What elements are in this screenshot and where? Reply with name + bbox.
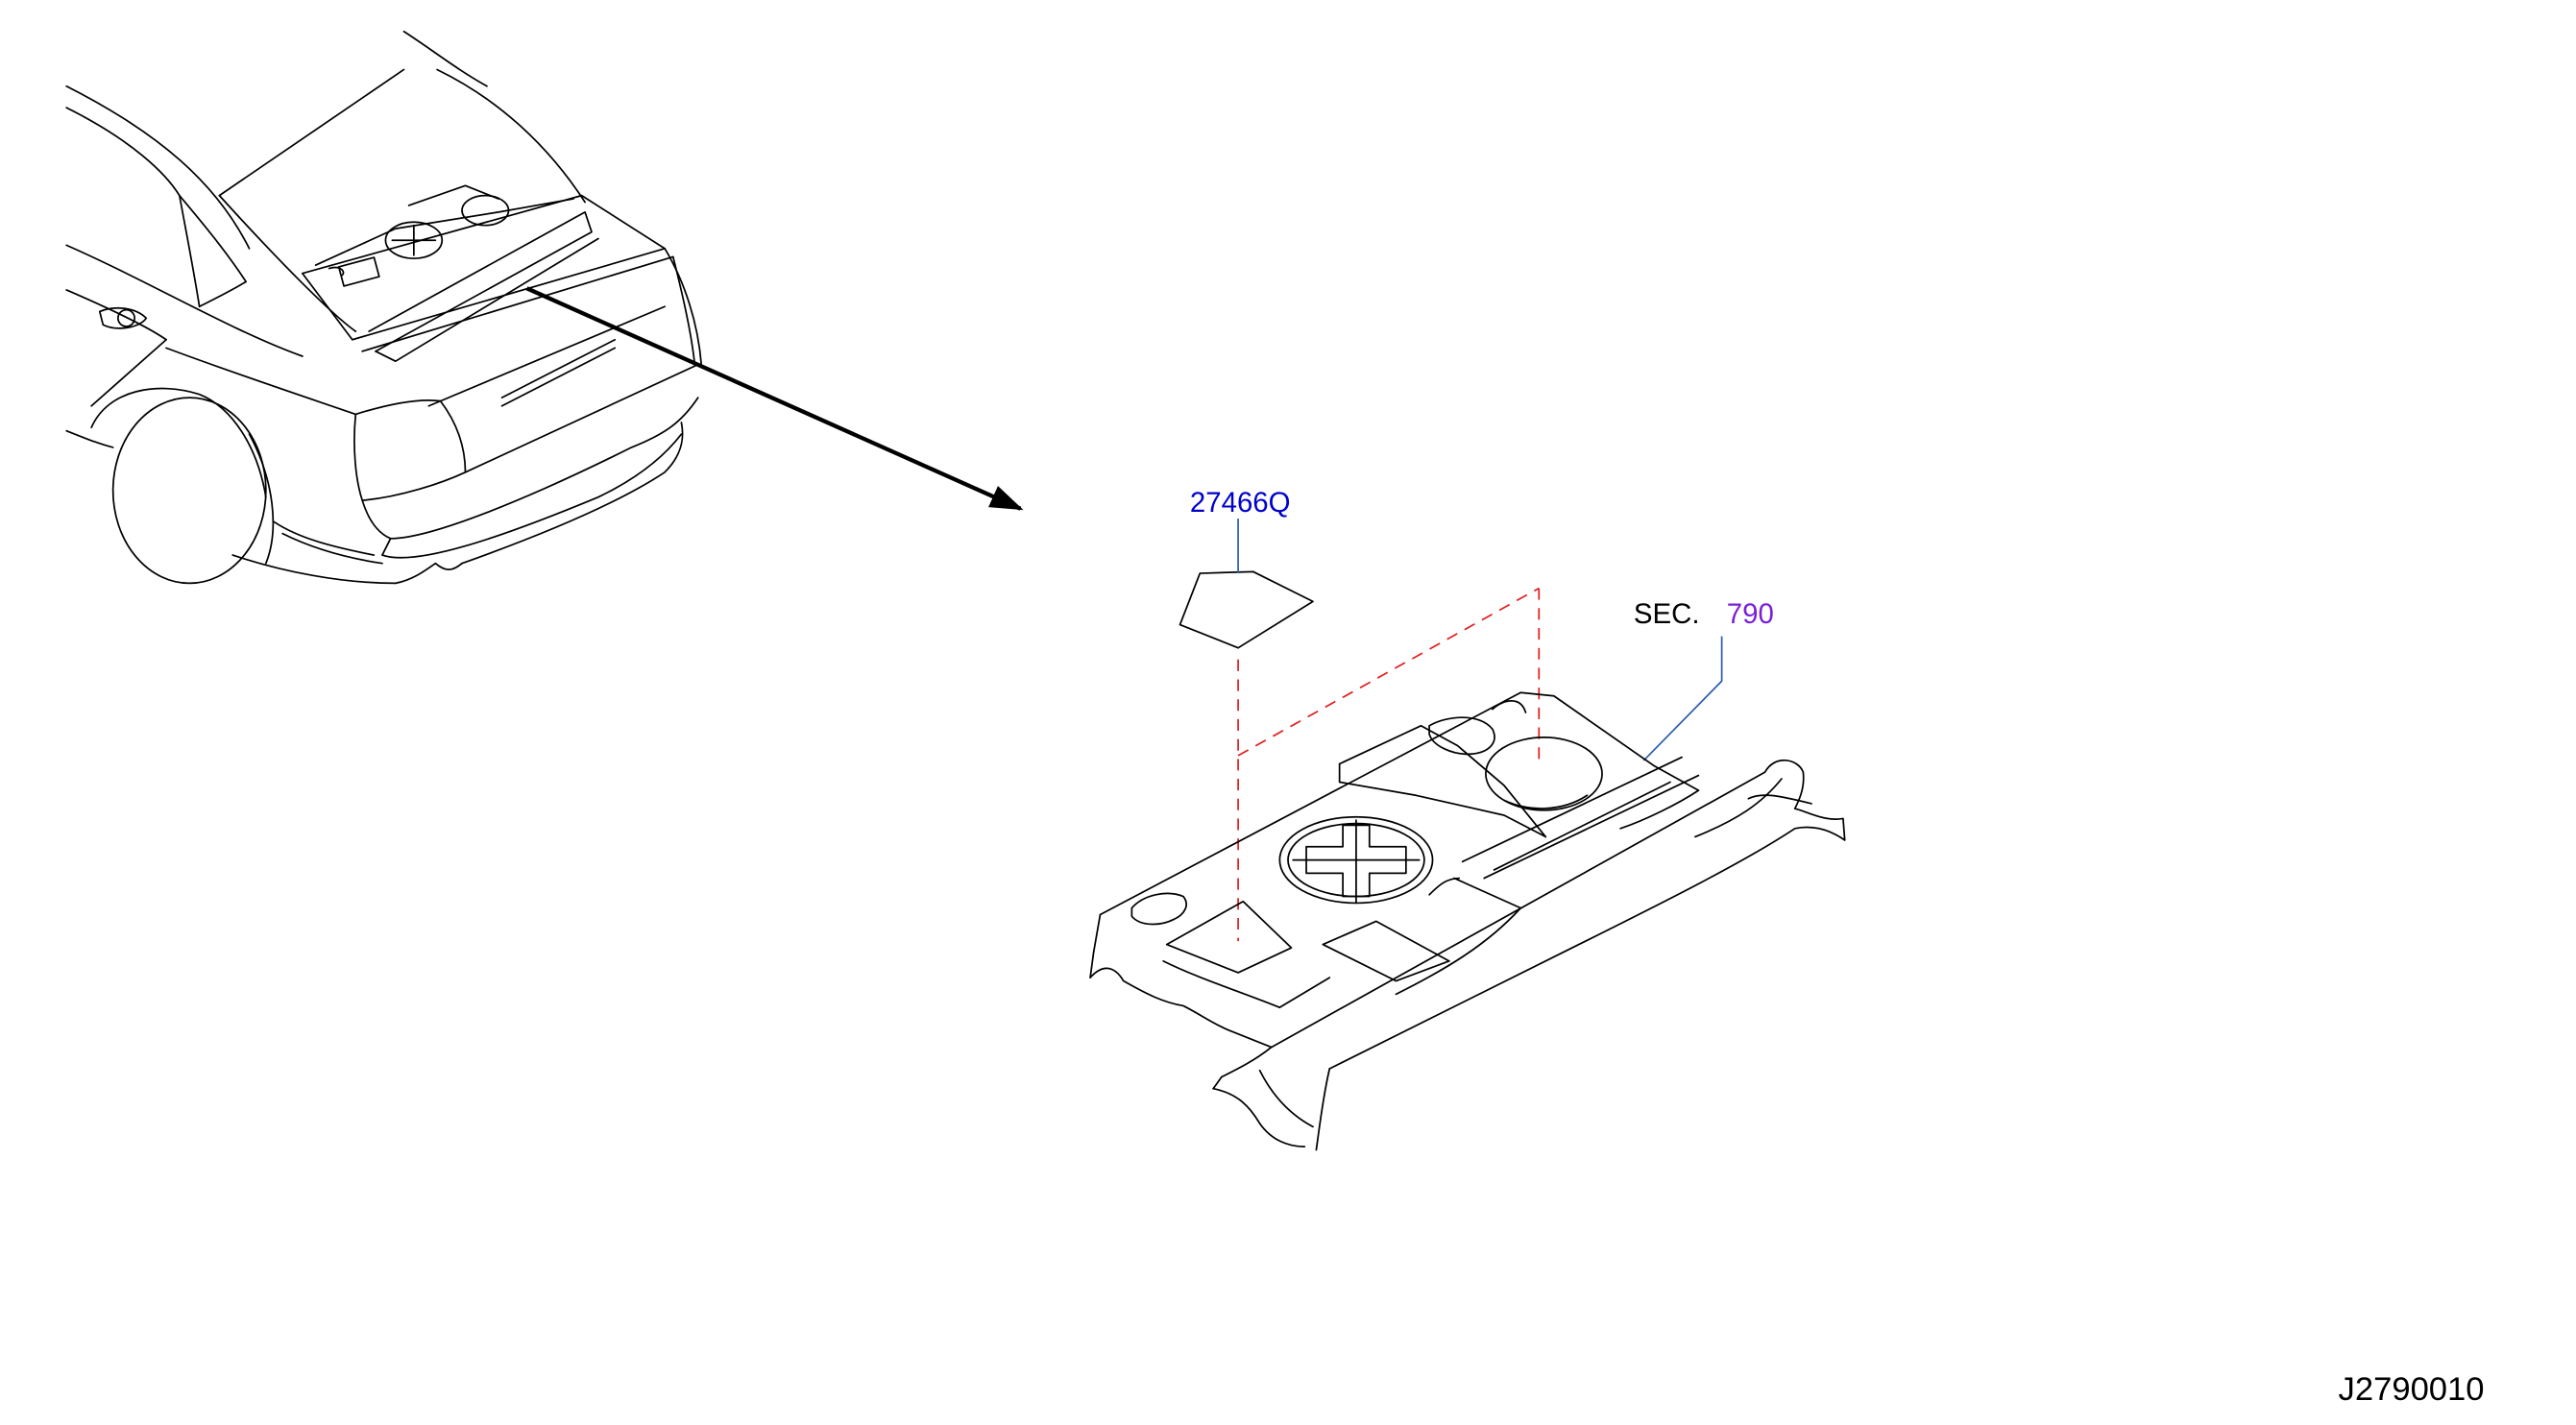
callout-arrow <box>525 286 1024 511</box>
section-number-link[interactable]: 790 <box>1727 598 1774 630</box>
part-number-label[interactable]: 27466Q <box>1190 487 1291 519</box>
section-prefix-label: SEC. <box>1634 598 1700 630</box>
pad-part <box>1179 570 1314 649</box>
section-leader-line <box>1642 636 1723 761</box>
vehicle-overview <box>65 30 703 585</box>
trunk-floor-panel <box>1089 691 1846 1151</box>
mounting-guide-lines <box>1237 587 1541 942</box>
figure-id-label: J2790010 <box>2339 1371 2485 1408</box>
